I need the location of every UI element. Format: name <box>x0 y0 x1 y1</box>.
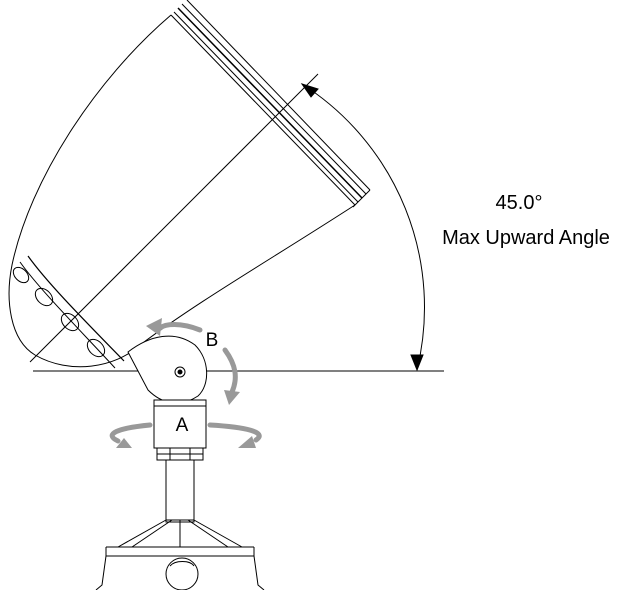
angle-caption-label: Max Upward Angle <box>442 227 610 249</box>
rotation-arrow-arc <box>109 422 153 444</box>
stem-tube <box>165 459 195 523</box>
tilt-knuckle <box>127 335 208 404</box>
rear-band <box>19 261 116 369</box>
tilt-arrow-arc <box>222 347 238 395</box>
rotation-arrowhead-icon <box>238 436 256 448</box>
upper-collar <box>153 399 207 449</box>
tilt-arrow-arc <box>157 322 203 333</box>
mounting-base <box>95 519 265 590</box>
angle-arc <box>301 83 425 371</box>
bezel-line <box>186 0 371 191</box>
base-strut <box>117 519 167 548</box>
pivot-screw-center <box>177 369 183 375</box>
arrowhead-icon <box>410 354 424 372</box>
base-strut <box>193 519 243 548</box>
bezel-line <box>173 11 359 203</box>
rotation-arrows <box>109 422 262 448</box>
vent-hole <box>86 338 106 358</box>
beam-axis-line <box>29 73 319 363</box>
lamp-head <box>8 0 371 369</box>
stake-ring <box>165 557 199 590</box>
rear-band <box>27 255 125 362</box>
tilt-arrowhead-icon <box>224 390 240 405</box>
tilt-axis-label: B <box>206 330 219 351</box>
lamp-body-outline <box>8 14 356 368</box>
angle-value-label: 45.0° <box>496 192 543 214</box>
rotation-arrow-arc <box>207 422 262 443</box>
angle-dimension <box>300 83 425 372</box>
stem-assembly <box>153 399 207 523</box>
arrowhead-icon <box>300 83 319 98</box>
vent-hole <box>34 287 54 307</box>
vent-hole <box>12 266 30 284</box>
tilt-arrows <box>146 318 240 405</box>
stake-leg <box>253 555 265 590</box>
bezel-line <box>177 7 363 199</box>
knuckle-body <box>127 335 208 404</box>
rotation-axis-label: A <box>176 415 189 436</box>
rotation-arrowhead-icon <box>116 438 132 448</box>
bezel-line <box>170 14 356 206</box>
base-strut <box>187 519 229 548</box>
bezel-line <box>181 3 367 195</box>
tilt-arrowhead-icon <box>146 318 162 336</box>
base-strut <box>131 519 173 548</box>
bezel-cap <box>352 189 371 208</box>
stake-leg <box>95 555 107 590</box>
